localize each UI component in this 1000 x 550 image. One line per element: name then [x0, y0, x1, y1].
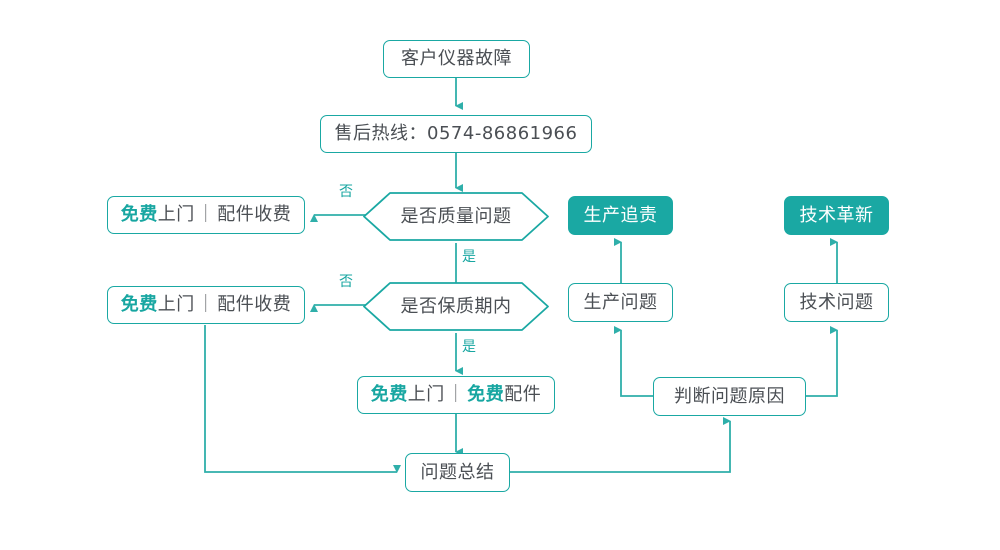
node-free-visit-paid-parts-1[interactable]: 免费上门｜配件收费: [107, 196, 305, 234]
node-warranty-decision-label: 是否保质期内: [400, 295, 512, 317]
free-label-1c: 配件收费: [217, 204, 292, 225]
edge-label-quality-no: 否: [339, 184, 353, 200]
free-label-1b: 上门: [157, 204, 195, 225]
node-technical-innovation-label: 技术革新: [799, 204, 874, 226]
node-quality-decision-label: 是否质量问题: [400, 205, 512, 227]
node-production-problem-label: 生产问题: [583, 291, 658, 313]
node-technical-problem[interactable]: 技术问题: [784, 283, 889, 322]
node-start-label: 客户仪器故障: [401, 48, 512, 69]
node-production-accountability-label: 生产追责: [583, 204, 658, 226]
node-production-accountability[interactable]: 生产追责: [568, 196, 673, 235]
free-label-2sep: ｜: [196, 294, 216, 315]
node-cause-analysis-label: 判断问题原因: [674, 385, 785, 407]
node-problem-summary-label: 问题总结: [420, 461, 495, 483]
edge-cause-to-production: [614, 326, 653, 397]
node-quality-decision[interactable]: 是否质量问题: [360, 190, 552, 243]
edge-label-warranty-no: 否: [339, 274, 353, 290]
node-hotline-label: 售后热线：0574-86861966: [334, 123, 578, 144]
node-free-visit-paid-parts-2[interactable]: 免费上门｜配件收费: [107, 286, 305, 324]
edge-summary-to-cause: [510, 417, 731, 473]
node-production-problem[interactable]: 生产问题: [568, 283, 673, 322]
edge-label-warranty-yes: 是: [462, 339, 476, 355]
hexagon-shape-warranty: [363, 282, 549, 331]
node-warranty-decision[interactable]: 是否保质期内: [360, 280, 552, 333]
edge-label-quality-yes: 是: [462, 249, 476, 265]
free-label-1a: 免费: [120, 204, 158, 225]
free-label-2c: 配件收费: [217, 294, 292, 315]
free-label-3b: 上门: [407, 384, 445, 405]
edge-cause-to-technical: [806, 326, 838, 397]
node-problem-summary[interactable]: 问题总结: [405, 453, 510, 492]
free-label-1sep: ｜: [196, 204, 216, 225]
free-label-3d: 配件: [504, 384, 542, 405]
node-free-visit-free-parts[interactable]: 免费上门｜免费配件: [357, 376, 555, 414]
node-start[interactable]: 客户仪器故障: [383, 40, 530, 78]
free-label-3sep: ｜: [446, 384, 466, 405]
node-technical-innovation[interactable]: 技术革新: [784, 196, 889, 235]
node-technical-problem-label: 技术问题: [799, 291, 874, 313]
node-hotline[interactable]: 售后热线：0574-86861966: [320, 115, 592, 153]
free-label-3a: 免费: [370, 384, 408, 405]
free-label-2a: 免费: [120, 294, 158, 315]
node-cause-analysis[interactable]: 判断问题原因: [653, 377, 806, 416]
hexagon-shape-quality: [363, 192, 549, 241]
free-label-3c: 免费: [467, 384, 505, 405]
free-label-2b: 上门: [157, 294, 195, 315]
